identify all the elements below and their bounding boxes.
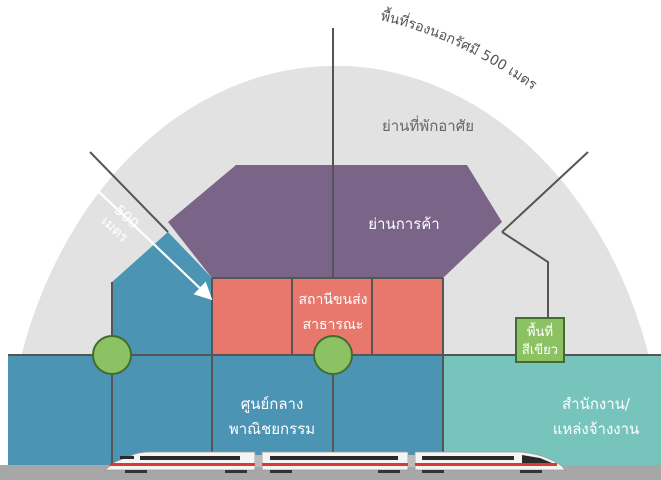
commercial-district-zone [168,165,502,278]
green-space-circle [92,335,132,375]
radius-arrow [67,161,213,301]
green-space-box [515,317,565,363]
commercial-center-label-line1: ศูนย์กลาง [241,395,304,413]
commercial-center-label-line2: พาณิชยกรรม [229,420,315,438]
green-space-label-line2: สีเขียว [522,342,558,358]
radius-label: 500 เมตร [98,202,141,246]
commercial-district-label: ย่านการค้า [368,215,439,233]
green-space-label-line1: พื้นที่ [527,322,553,340]
residential-label: ย่านที่พักอาศัย [382,115,474,135]
train [103,451,566,473]
office-label-line1: สำนักงาน/ [562,395,631,413]
station-label-line2: สาธารณะ [303,317,364,333]
green-space-circle [313,335,353,375]
station-label-line1: สถานีขนส่ง [299,292,368,308]
office-label-line2: แหล่งจ้างงาน [553,420,640,438]
office-zone [443,355,661,465]
